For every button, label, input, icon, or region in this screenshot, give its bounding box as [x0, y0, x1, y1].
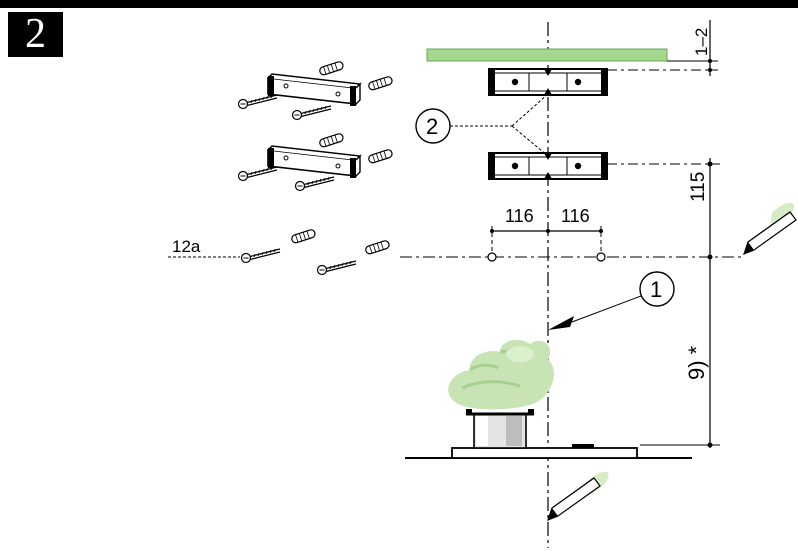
screw-icon — [237, 166, 278, 182]
height-115-label: 115 — [688, 172, 709, 202]
screw-kit-12a — [168, 228, 391, 276]
wall-bracket-icon — [267, 145, 361, 179]
cooking-pot-icon — [466, 409, 534, 449]
gap-dimension — [607, 20, 718, 76]
wall-cabinet-bottom — [426, 48, 668, 62]
spacing-right-label: 116 — [561, 206, 590, 226]
callout-2-label: 2 — [426, 114, 438, 139]
drill-hole-right — [596, 252, 606, 262]
wall-bracket-lower — [488, 152, 608, 180]
callout-2-leaders — [415, 93, 549, 157]
pencil-icon-bottom — [547, 471, 609, 521]
wall-plug-icon — [318, 60, 345, 77]
screw-icon — [240, 248, 281, 264]
top-rule — [0, 0, 798, 8]
hob-icon — [405, 442, 720, 459]
height-115-dimension — [607, 158, 720, 448]
bracket-kit-lower — [237, 132, 394, 192]
part-12a-label: 12a — [172, 237, 201, 256]
screw-icon — [237, 94, 278, 110]
screw-icon — [316, 260, 357, 276]
hole-spacing-dimension — [487, 226, 606, 262]
drill-hole-left — [487, 252, 497, 262]
wall-plug-icon — [367, 75, 394, 92]
wall-plug-icon — [367, 148, 394, 165]
spacing-left-label: 116 — [505, 206, 534, 226]
wall-plug-icon — [318, 132, 345, 149]
callout-1-leader — [548, 271, 675, 330]
screw-icon — [291, 105, 332, 121]
wall-plug-icon — [364, 239, 391, 256]
wall-bracket-icon — [267, 73, 361, 107]
distance-note-label: 9) * — [684, 345, 709, 380]
wall-bracket-upper — [488, 68, 608, 96]
bracket-kit-upper — [237, 60, 394, 121]
pencil-icon-right — [743, 202, 797, 255]
step-number-badge: 2 — [8, 12, 63, 57]
steam-icon — [448, 339, 554, 410]
gap-label: 1–2 — [692, 28, 711, 56]
screw-icon — [294, 176, 335, 192]
wall-plug-icon — [290, 228, 317, 245]
callout-1-label: 1 — [650, 277, 662, 302]
